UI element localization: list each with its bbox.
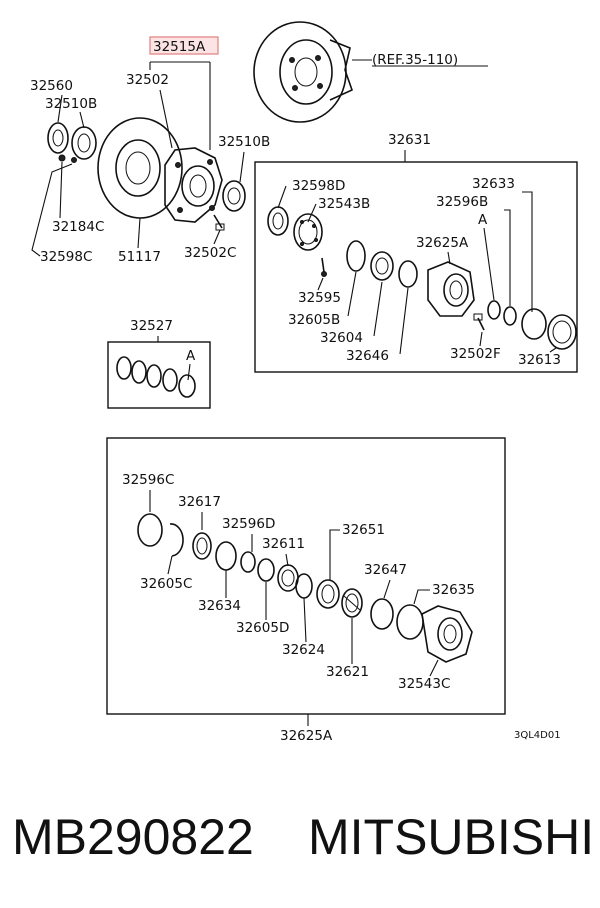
footer: MB290822 MITSUBISHI [0, 800, 600, 880]
label-32624[interactable]: 32624 [282, 642, 325, 658]
grease-cap-32560 [47, 122, 69, 154]
bolt-32502c [213, 214, 225, 231]
label-32502f[interactable]: 32502F [450, 346, 501, 362]
label-32625a-bottom[interactable]: 32625A [280, 728, 333, 744]
label-32596d[interactable]: 32596D [222, 516, 275, 532]
inner-bearing-32510b [222, 180, 246, 212]
snap-ring-32596b [503, 306, 517, 326]
label-32605b[interactable]: 32605B [288, 312, 340, 328]
hub-flange [164, 147, 223, 223]
part-number: MB290822 [12, 809, 254, 865]
label-32605c[interactable]: 32605C [140, 576, 192, 592]
label-32527[interactable]: 32527 [130, 318, 173, 334]
free-wheel-hub-32625a [427, 261, 475, 317]
label-32598d[interactable]: 32598D [292, 178, 345, 194]
label-32502[interactable]: 32502 [126, 72, 169, 88]
label-32510b-right[interactable]: 32510B [218, 134, 270, 150]
o-ring-32633 [521, 308, 547, 340]
label-32611[interactable]: 32611 [262, 536, 305, 552]
label-32515a[interactable]: 32515A [153, 39, 206, 55]
cover-32613 [547, 314, 577, 350]
label-ref[interactable]: (REF.35-110) [372, 52, 458, 68]
label-a-box[interactable]: A [478, 212, 488, 228]
lock-nut-32543b [293, 213, 323, 251]
spring-32651 [316, 579, 340, 609]
label-32598c[interactable]: 32598C [40, 249, 92, 265]
bolt-32502f [473, 313, 485, 331]
nut-32184c [58, 154, 66, 162]
label-32646[interactable]: 32646 [346, 348, 389, 364]
box-32625a [106, 437, 506, 715]
label-32613[interactable]: 32613 [518, 352, 561, 368]
snap-ring-32596d [240, 551, 256, 573]
label-32625a[interactable]: 32625A [416, 235, 469, 251]
bearing-32617 [192, 532, 212, 560]
ring-32624 [295, 573, 313, 599]
label-32596c[interactable]: 32596C [122, 472, 174, 488]
screw-32595 [321, 257, 327, 277]
ring-a [487, 300, 501, 320]
box-32527 [107, 341, 211, 409]
ring-32605b [346, 240, 366, 272]
brand-name: MITSUBISHI [308, 809, 595, 865]
label-32604[interactable]: 32604 [320, 330, 363, 346]
label-32633[interactable]: 32633 [472, 176, 515, 192]
label-32634[interactable]: 32634 [198, 598, 241, 614]
label-32560[interactable]: 32560 [30, 78, 73, 94]
label-32543b[interactable]: 32543B [318, 196, 370, 212]
highlight-box [149, 36, 219, 55]
label-32595[interactable]: 32595 [298, 290, 341, 306]
snap-ring-32596c [137, 513, 163, 547]
label-32605d[interactable]: 32605D [236, 620, 289, 636]
label-32527-a[interactable]: A [186, 348, 196, 364]
hub-disc-51117 [97, 117, 183, 219]
ring-32647 [370, 598, 394, 630]
retainer-32605c [169, 523, 184, 557]
hub-body-32543c [421, 605, 473, 663]
label-32543c[interactable]: 32543C [398, 676, 450, 692]
inner-gear-32621 [341, 588, 363, 618]
label-32635[interactable]: 32635 [432, 582, 475, 598]
label-51117[interactable]: 51117 [118, 249, 161, 265]
label-32621[interactable]: 32621 [326, 664, 369, 680]
label-32510b-left[interactable]: 32510B [45, 96, 97, 112]
drawing-code: 3QL4D01 [514, 730, 561, 741]
label-32631[interactable]: 32631 [388, 132, 431, 148]
ring-32635 [396, 604, 424, 640]
seal-32646 [398, 260, 418, 288]
label-32596b[interactable]: 32596B [436, 194, 488, 210]
seal-kit-rings [116, 356, 196, 398]
label-32651[interactable]: 32651 [342, 522, 385, 538]
label-32647[interactable]: 32647 [364, 562, 407, 578]
outer-bearing-32510b [71, 126, 97, 160]
label-32502c[interactable]: 32502C [184, 245, 236, 261]
box-32631 [254, 161, 578, 373]
washer-32598c [71, 157, 77, 163]
washer-32634 [215, 541, 237, 571]
brake-disc-reference [253, 21, 353, 123]
lock-washer-32598d [267, 206, 289, 236]
clutch-ring-32611 [277, 564, 299, 592]
ring-32605d [257, 558, 275, 582]
label-32184c[interactable]: 32184C [52, 219, 104, 235]
bearing-32604 [370, 251, 394, 281]
label-32617[interactable]: 32617 [178, 494, 221, 510]
